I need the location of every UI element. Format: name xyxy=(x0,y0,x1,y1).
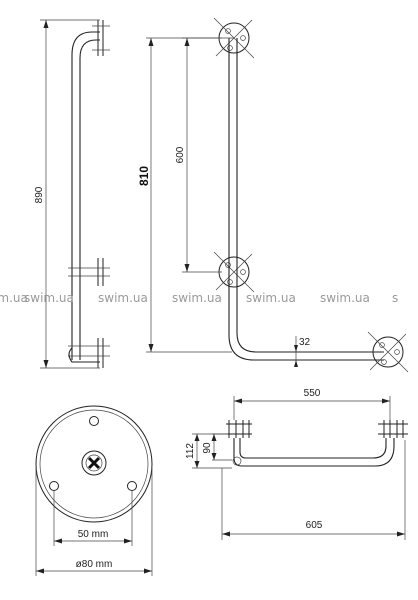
watermark: s xyxy=(392,291,398,305)
dim-flange-diameter: ø80 mm xyxy=(76,559,113,570)
flange-view: 50 mm ø80 mm xyxy=(35,405,153,576)
watermark: swim.ua xyxy=(24,291,74,305)
dim-offset: 32 xyxy=(299,337,311,348)
watermark: swim.ua xyxy=(172,291,222,305)
watermark: swim.ua xyxy=(0,291,28,305)
dim-mount-height: 810 xyxy=(137,166,151,186)
side-view-straight-bar: 890 xyxy=(34,19,110,369)
dim-overall-length: 605 xyxy=(306,520,323,531)
watermark-row: swim.ua swim.ua swim.ua swim.ua swim.ua … xyxy=(0,291,398,305)
watermark: swim.ua xyxy=(98,291,148,305)
top-view-l-bar: 550 112 90 605 xyxy=(185,388,408,540)
dim-bar-span: 600 xyxy=(175,146,186,163)
front-view-l-bar: 810 600 32 xyxy=(137,17,409,373)
dim-total-height: 890 xyxy=(34,186,45,203)
dim-projection: 112 xyxy=(185,443,196,459)
dim-inner-projection: 90 xyxy=(202,442,213,454)
watermark: swim.ua xyxy=(320,291,370,305)
dim-hole-spacing: 50 mm xyxy=(78,529,109,540)
watermark: swim.ua xyxy=(246,291,296,305)
dim-top-length: 550 xyxy=(304,388,321,399)
